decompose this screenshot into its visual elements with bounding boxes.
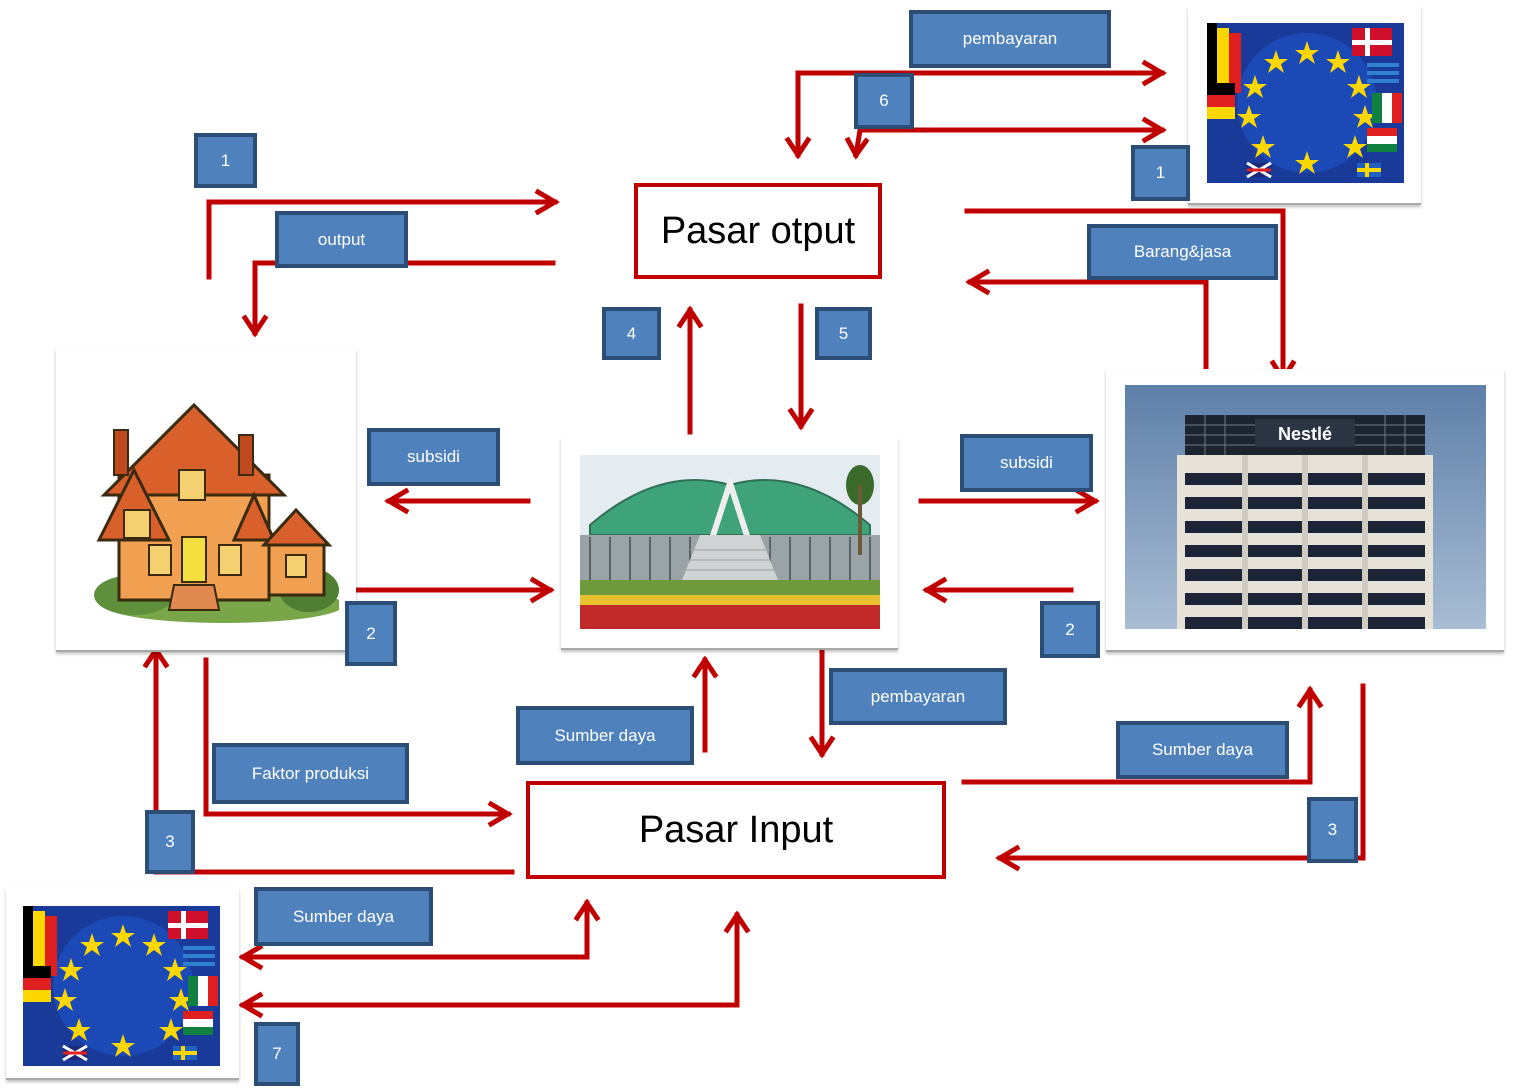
label-number-4: 4: [602, 307, 661, 360]
arrowhead: [808, 735, 836, 759]
arrowhead: [691, 655, 719, 679]
arrowhead: [1296, 685, 1324, 709]
arrowhead: [1074, 487, 1100, 515]
input-market-box: Pasar Input: [526, 781, 946, 879]
arrowhead: [1141, 59, 1167, 87]
arrow-rest-of-world-to-input-market: [240, 912, 740, 1008]
label-number-2-left: 2: [345, 601, 397, 666]
firm-image: Nestlé: [1125, 385, 1486, 629]
arrow-rest-of-world-to-output-market: [795, 70, 1165, 158]
label-number-3-right: 3: [1307, 797, 1358, 863]
label-barang-jasa: Barang&jasa: [1087, 224, 1278, 280]
eu-flags-icon: [1207, 23, 1404, 183]
label-sumber-daya-bottom: Sumber daya: [254, 887, 433, 946]
label-sumber-daya-right: Sumber daya: [1116, 721, 1289, 779]
label-number-3-left: 3: [145, 810, 195, 874]
arrowhead: [995, 844, 1021, 872]
arrow-output-market-to-firm: [964, 208, 1286, 382]
eu-flags-icon: [23, 906, 220, 1066]
arrow-input-market-resources-firm: [961, 687, 1313, 785]
label-pembayaran-middle: pembayaran: [829, 668, 1007, 725]
arrowhead: [384, 487, 410, 515]
label-number-1-left: 1: [194, 133, 257, 188]
arrow-firm-to-output-market: [967, 279, 1209, 379]
arrowhead: [238, 991, 264, 1019]
arrowhead: [784, 136, 812, 160]
household-image: [74, 365, 339, 630]
arrowhead: [922, 576, 948, 604]
nestle-building-icon: Nestlé: [1125, 385, 1486, 629]
label-number-5: 5: [815, 307, 872, 360]
output-market-box: Pasar otput: [634, 183, 882, 279]
label-subsidi-left: subsidi: [367, 428, 500, 486]
label-sumber-daya-middle: Sumber daya: [516, 706, 694, 765]
arrowhead: [241, 314, 269, 338]
arrowhead: [238, 943, 264, 971]
arrowhead: [1141, 116, 1167, 144]
label-number-2-right: 2: [1040, 601, 1100, 658]
label-faktor-produksi: Faktor produksi: [212, 743, 409, 804]
arrowhead: [844, 136, 870, 160]
arrowhead: [534, 188, 560, 216]
arrow-household-factor-production: [203, 657, 511, 817]
arrow-firm-to-input-market: [997, 683, 1366, 861]
government-image: [580, 455, 880, 629]
label-output: output: [275, 211, 408, 268]
arrowhead: [487, 800, 513, 828]
arrow-output-market-to-household: [252, 260, 556, 336]
rest-of-world-image-bottom: [23, 906, 220, 1066]
label-number-1-right: 1: [1131, 145, 1190, 201]
arrowhead: [573, 898, 601, 922]
arrowhead: [529, 576, 555, 604]
parliament-building-icon: [580, 455, 880, 629]
arrowhead: [965, 268, 991, 296]
arrowhead: [676, 305, 704, 329]
label-pembayaran-top: pembayaran: [909, 10, 1111, 68]
label-subsidi-right: subsidi: [960, 434, 1093, 492]
rest-of-world-image-top: [1207, 23, 1404, 183]
arrowhead: [787, 407, 815, 431]
arrow-rest-of-world-resources-in: [240, 900, 590, 960]
label-number-7: 7: [254, 1022, 300, 1086]
label-number-6: 6: [854, 73, 914, 129]
arrowhead: [723, 910, 751, 934]
arrow-household-to-output-market: [206, 199, 558, 280]
nestle-sign: Nestlé: [1278, 424, 1332, 444]
house-icon: [94, 402, 339, 623]
